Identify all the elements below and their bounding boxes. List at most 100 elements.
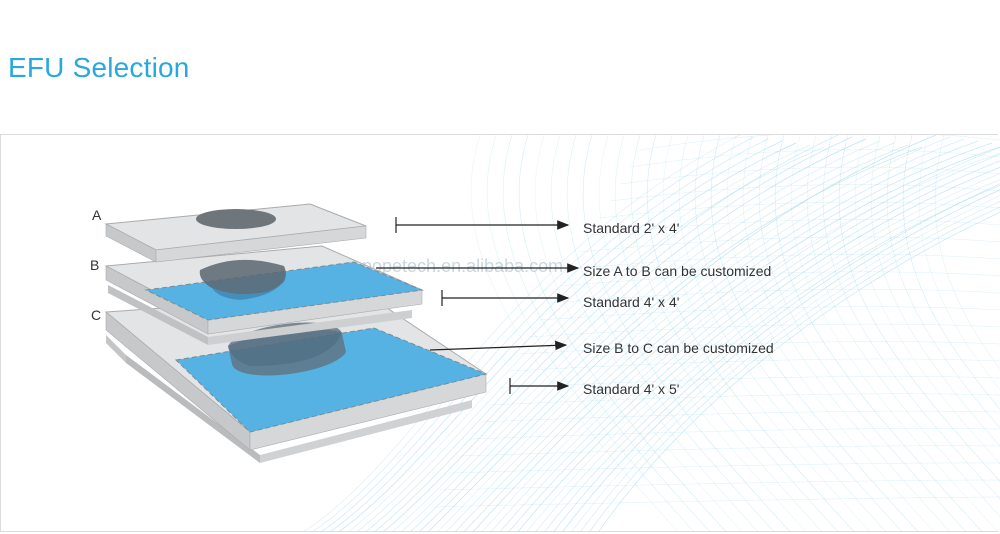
- mesh-line: [886, 135, 1000, 429]
- mesh-line: [418, 146, 923, 532]
- mesh-line: [454, 140, 979, 532]
- mesh-line: [630, 135, 839, 532]
- mesh-line: [479, 410, 1000, 423]
- mesh-line: [662, 135, 871, 532]
- mesh-line: [790, 135, 999, 532]
- mesh-line: [609, 184, 1000, 202]
- mesh-line: [502, 135, 711, 532]
- mesh-line: [646, 135, 855, 532]
- mesh-line: [726, 135, 935, 532]
- mesh-line: [758, 135, 967, 532]
- mesh-line: [311, 136, 755, 532]
- mesh-line: [329, 140, 783, 532]
- mesh-line: [535, 179, 1000, 532]
- mesh-line: [822, 135, 1000, 500]
- mesh-line: [320, 138, 769, 532]
- mesh-line: [614, 135, 823, 532]
- mesh-line: [519, 341, 1000, 355]
- mesh-line: [463, 142, 993, 532]
- mesh-line: [429, 496, 1000, 508]
- diagram-frame: [0, 134, 998, 532]
- page-title: EFU Selection: [8, 52, 190, 83]
- mesh-line: [526, 173, 1000, 532]
- mesh-line: [569, 254, 1000, 270]
- mesh-line: [559, 271, 1000, 287]
- mesh-line: [549, 288, 1000, 304]
- mesh-line: [486, 135, 695, 532]
- mesh-line: [742, 135, 951, 532]
- mesh-line: [534, 135, 743, 532]
- mesh-line: [806, 135, 1000, 517]
- mesh-line: [489, 393, 1000, 406]
- mesh-line: [571, 195, 1000, 532]
- mesh-line: [508, 160, 1000, 532]
- mesh-line: [481, 153, 1000, 532]
- layer-letter-a: A: [92, 207, 102, 223]
- mesh-line: [619, 166, 1000, 185]
- mesh-line: [459, 445, 1000, 457]
- mesh-line: [445, 138, 965, 532]
- mesh-line: [582, 135, 791, 532]
- mesh-line: [694, 135, 903, 532]
- mesh-line: [539, 306, 1000, 321]
- mesh-line: [579, 236, 1000, 253]
- mesh-line: [509, 358, 1000, 372]
- mesh-line: [302, 135, 741, 532]
- mesh-line: [854, 135, 1000, 465]
- mesh-line: [400, 142, 895, 532]
- mesh-line: [373, 136, 853, 532]
- mesh-line: [580, 201, 1000, 532]
- mesh-background: [302, 135, 1000, 532]
- mesh-line: [472, 146, 1000, 532]
- mesh-line: [470, 135, 679, 532]
- mesh-line: [469, 428, 1000, 440]
- layer-letter-b: B: [90, 257, 99, 273]
- panel-c: [104, 293, 488, 463]
- mesh-line: [499, 154, 1000, 532]
- mesh-line: [499, 376, 1000, 389]
- mesh-line: [409, 144, 909, 532]
- mesh-line: [598, 135, 807, 532]
- mesh-line: [529, 323, 1000, 338]
- annotation-standard-4x5: Standard 4' x 5': [583, 381, 679, 397]
- panel-b: [104, 245, 424, 345]
- mesh-line: [597, 212, 1000, 532]
- mesh-line: [566, 135, 775, 532]
- watermark-text: popetech.en.alibaba.com: [362, 256, 563, 276]
- mesh-line: [678, 135, 887, 532]
- mesh-line: [589, 219, 1000, 236]
- mesh-line: [550, 135, 759, 532]
- mesh-line: [449, 462, 1000, 474]
- mesh-line: [599, 201, 1000, 219]
- mesh-line: [838, 135, 1000, 482]
- mesh-line: [347, 144, 811, 532]
- mesh-line: [589, 206, 1000, 532]
- layer-letter-c: C: [91, 307, 101, 323]
- mesh-line: [517, 167, 1000, 532]
- mesh-line: [436, 136, 951, 532]
- mesh-line: [710, 135, 919, 532]
- mesh-line: [902, 135, 1000, 410]
- annotation-standard-2x4: Standard 2' x 4': [583, 220, 679, 236]
- mesh-line: [391, 140, 881, 532]
- mesh-line: [870, 135, 1000, 447]
- mesh-line: [490, 147, 1000, 532]
- mesh-line: [427, 135, 937, 532]
- mesh-line: [544, 185, 1000, 532]
- mesh-line: [553, 183, 1000, 532]
- mesh-line: [629, 149, 1000, 168]
- mesh-line: [934, 135, 1000, 370]
- mesh-line: [639, 135, 1000, 151]
- mesh-line: [518, 135, 727, 532]
- panel-a: [104, 203, 367, 263]
- annotation-size-a-to-b: Size A to B can be customized: [583, 263, 771, 279]
- mesh-line: [562, 189, 1000, 532]
- mesh-line: [439, 479, 1000, 491]
- annotation-arrows: [376, 217, 580, 394]
- annotation-size-b-to-c: Size B to C can be customized: [583, 340, 774, 356]
- mesh-line: [382, 138, 867, 532]
- mesh-line: [918, 135, 1000, 391]
- mesh-line: [774, 135, 983, 532]
- annotation-standard-4x4: Standard 4' x 4': [583, 294, 679, 310]
